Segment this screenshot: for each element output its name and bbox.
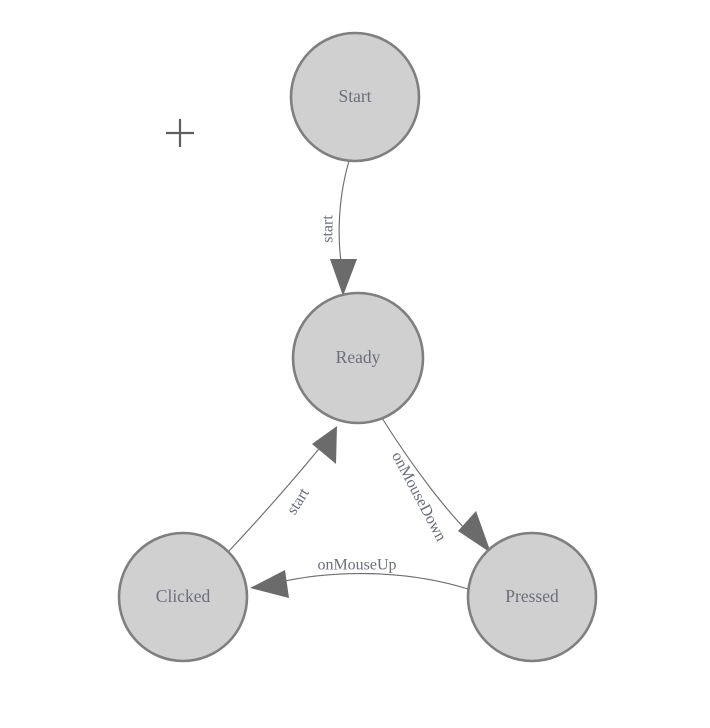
edge-pressed-to-clicked[interactable]: onMouseUp	[250, 557, 469, 598]
edge-start-to-ready[interactable]: start	[320, 160, 357, 296]
edge-clicked-to-ready-path[interactable]	[227, 444, 323, 553]
node-pressed[interactable]: Pressed	[466, 531, 598, 663]
node-start-circle[interactable]	[289, 31, 421, 163]
node-start[interactable]: Start	[289, 31, 421, 163]
edge-label-pressed-to-clicked: onMouseUp	[317, 557, 396, 574]
edge-pressed-to-clicked-path[interactable]	[275, 572, 469, 590]
node-ready-circle[interactable]	[291, 291, 425, 425]
edge-start-to-ready-arrowhead	[330, 259, 357, 296]
node-ready[interactable]: Ready	[291, 291, 425, 425]
edge-ready-to-pressed[interactable]: onMouseDown	[381, 417, 491, 553]
node-pressed-circle[interactable]	[466, 531, 598, 663]
node-clicked[interactable]: Clicked	[117, 531, 249, 663]
edge-label-clicked-to-ready: start	[284, 485, 313, 518]
edge-label-start-to-ready: start	[320, 215, 337, 243]
edge-clicked-to-ready[interactable]: start	[227, 426, 337, 553]
edge-pressed-to-clicked-arrowhead	[250, 570, 289, 598]
crosshair-icon[interactable]	[166, 119, 194, 147]
edge-ready-to-pressed-arrowhead	[458, 511, 491, 553]
edge-clicked-to-ready-arrowhead	[312, 426, 337, 464]
edge-ready-to-pressed-path[interactable]	[381, 417, 474, 538]
edge-start-to-ready-path[interactable]	[338, 160, 350, 273]
node-clicked-circle[interactable]	[117, 531, 249, 663]
edge-label-ready-to-pressed: onMouseDown	[388, 449, 449, 544]
